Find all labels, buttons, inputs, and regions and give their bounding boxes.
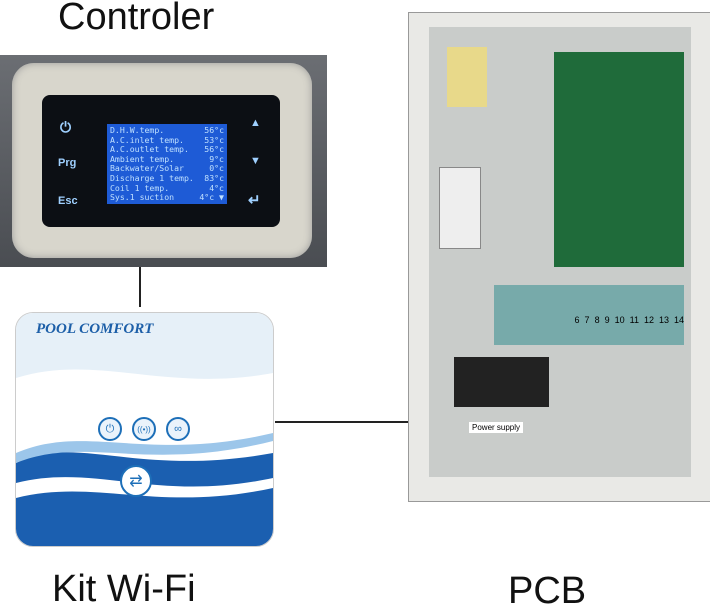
lcd-screen: D.H.W.temp. 56°c A.C.inlet temp. 53°c A.C.… [107, 124, 227, 204]
terminal-label: 11 [629, 315, 639, 325]
row-label: D.H.W.temp. [110, 125, 165, 135]
contactor [439, 167, 481, 249]
down-button[interactable]: ▼ [250, 155, 261, 167]
pcb-caption: PCB [508, 570, 587, 612]
prg-button[interactable]: Prg [58, 157, 77, 169]
mode-button[interactable]: ∞ [166, 417, 190, 441]
controller-panel: ⏻ Prg Esc ▲ ▼ ↵ D.H.W.temp. 56°c A.C.inle… [42, 95, 280, 227]
terminal-label: 14 [673, 315, 684, 325]
power-supply-label: Power supply [469, 422, 524, 433]
row-value: 4°c [209, 182, 224, 193]
lcd-row: Discharge 1 temp. 83°c [110, 172, 224, 184]
lcd-row: Coil 1 temp. 4°c [110, 182, 224, 194]
lcd-row: D.H.W.temp. 56°c [110, 125, 224, 136]
terminal-label: 10 [614, 315, 625, 325]
wave-decoration [16, 313, 273, 546]
row-value: 53°c [204, 134, 224, 145]
lcd-row: Backwater/Solar 0°c [110, 164, 224, 174]
connector-line [275, 421, 408, 423]
row-label: Discharge 1 temp. [110, 172, 194, 183]
up-button[interactable]: ▲ [250, 117, 261, 129]
controller-body: ⏻ Prg Esc ▲ ▼ ↵ D.H.W.temp. 56°c A.C.inle… [12, 63, 312, 258]
terminal-label: 9 [604, 315, 610, 325]
row-label: Backwater/Solar [110, 163, 184, 174]
brand-logo: POOL COMFORT [36, 321, 154, 337]
controller-caption: Controler [58, 0, 215, 38]
row-value: 4°c ▼ [199, 192, 224, 203]
row-label: Sys.1 suction [110, 192, 175, 203]
terminal-label: 8 [594, 315, 600, 325]
terminal-label: 6 [574, 315, 580, 325]
sync-button[interactable]: ⇄ [120, 465, 152, 497]
wifi-caption: Kit Wi-Fi [52, 568, 196, 610]
lcd-row: Sys.1 suction 4°c ▼ [110, 193, 224, 203]
power-terminal-block [454, 357, 549, 407]
connector-line [139, 267, 141, 307]
power-button[interactable]: ⏻ [60, 119, 72, 135]
esc-button[interactable]: Esc [58, 195, 78, 207]
transformer [447, 47, 487, 107]
enter-button[interactable]: ↵ [248, 192, 261, 209]
row-value: 56°c [204, 125, 224, 135]
wifi-kit-photo: POOL COMFORT ⏻ ((•)) ∞ ⇄ [15, 312, 274, 547]
row-label: Ambient temp. [110, 153, 175, 164]
control-board [554, 52, 684, 267]
controller-photo: ⏻ Prg Esc ▲ ▼ ↵ D.H.W.temp. 56°c A.C.inle… [0, 55, 327, 267]
wifi-button[interactable]: ((•)) [132, 417, 156, 441]
row-value: 9°c [209, 153, 224, 164]
row-value: 0°c [209, 163, 224, 174]
row-label: Coil 1 temp. [110, 182, 170, 193]
terminal-label: 13 [658, 315, 669, 325]
power-button[interactable]: ⏻ [98, 417, 122, 441]
lcd-row: A.C.outlet temp. 56°c [110, 145, 224, 155]
row-value: 56°c [204, 144, 224, 155]
terminal-label: 12 [643, 315, 654, 325]
terminal-label: 7 [584, 315, 590, 325]
lcd-row: A.C.inlet temp. 53°c [110, 134, 224, 146]
row-value: 83°c [204, 172, 224, 183]
lcd-row: Ambient temp. 9°c [110, 153, 224, 165]
row-label: A.C.outlet temp. [110, 144, 189, 155]
row-label: A.C.inlet temp. [110, 134, 184, 145]
